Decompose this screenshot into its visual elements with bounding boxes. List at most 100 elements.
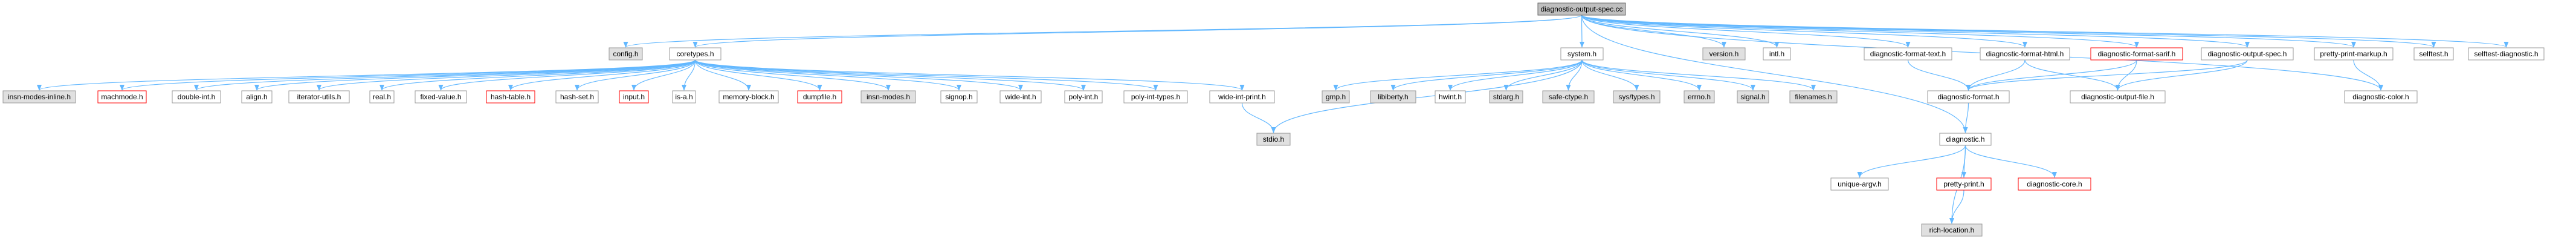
node-label-hashtable: hash-table.h bbox=[491, 93, 531, 101]
node-label-doubleint: double-int.h bbox=[178, 93, 216, 101]
node-dofile[interactable]: diagnostic-output-file.h bbox=[2070, 90, 2166, 104]
node-dfhtml[interactable]: diagnostic-format-html.h bbox=[1980, 47, 2070, 61]
node-insnmodesinline[interactable]: insn-modes-inline.h bbox=[2, 90, 76, 104]
node-dformat[interactable]: diagnostic-format.h bbox=[1927, 90, 2010, 104]
node-polyinttypes[interactable]: poly-int-types.h bbox=[1123, 90, 1188, 104]
node-diagnostic[interactable]: diagnostic.h bbox=[1939, 133, 1992, 146]
node-dfsarif[interactable]: diagnostic-format-sarif.h bbox=[2090, 47, 2183, 61]
edge-coretypes-to-fixedvalue bbox=[438, 59, 696, 91]
node-gmp[interactable]: gmp.h bbox=[1322, 90, 1350, 104]
edge-system-to-safectype bbox=[1566, 59, 1583, 91]
node-filenames[interactable]: filenames.h bbox=[1789, 90, 1838, 104]
node-stdiag[interactable]: selftest-diagnostic.h bbox=[2468, 47, 2545, 61]
node-richloc[interactable]: rich-location.h bbox=[1921, 223, 1983, 237]
node-fixedvalue[interactable]: fixed-value.h bbox=[415, 90, 467, 104]
node-box-signop bbox=[940, 90, 978, 104]
edge-system-to-gmp bbox=[1333, 59, 1583, 91]
node-signal[interactable]: signal.h bbox=[1737, 90, 1769, 104]
node-label-stdio: stdio.h bbox=[1263, 135, 1284, 143]
node-label-systypes: sys/types.h bbox=[1618, 93, 1654, 101]
node-dospec[interactable]: diagnostic-output-spec.h bbox=[2201, 47, 2294, 61]
edge-diagnostic-to-dcore bbox=[1964, 145, 2057, 178]
node-errno[interactable]: errno.h bbox=[1683, 90, 1715, 104]
edge-system-to-stdio bbox=[1271, 59, 1583, 133]
node-real[interactable]: real.h bbox=[369, 90, 395, 104]
node-box-stdarg bbox=[1489, 90, 1523, 104]
node-ppmarkup[interactable]: pretty-print-markup.h bbox=[2314, 47, 2394, 61]
node-insnmodes[interactable]: insn-modes.h bbox=[860, 90, 916, 104]
edge-coretypes-to-signop bbox=[694, 59, 961, 91]
node-libiberty[interactable]: libiberty.h bbox=[1370, 90, 1416, 104]
node-label-errno: errno.h bbox=[1688, 93, 1711, 101]
node-dumpfile[interactable]: dumpfile.h bbox=[797, 90, 842, 104]
node-dftext[interactable]: diagnostic-format-text.h bbox=[1864, 47, 1952, 61]
node-hashset[interactable]: hash-set.h bbox=[555, 90, 599, 104]
node-dcore[interactable]: diagnostic-core.h bbox=[2018, 177, 2091, 191]
node-memblock[interactable]: memory-block.h bbox=[718, 90, 779, 104]
node-selftest[interactable]: selftest.h bbox=[2413, 47, 2454, 61]
node-stdio[interactable]: stdio.h bbox=[1256, 133, 1291, 146]
edge-dfhtml-to-dofile bbox=[2024, 59, 2120, 91]
node-safectype[interactable]: safe-ctype.h bbox=[1542, 90, 1595, 104]
edge-dfhtml-to-dformat bbox=[1966, 59, 2026, 91]
node-box-signal bbox=[1737, 90, 1769, 104]
edge-dftext-to-dformat bbox=[1907, 59, 1971, 91]
edge-root-to-system bbox=[1579, 15, 1584, 48]
edge-dospec-to-dformat bbox=[1966, 59, 2248, 91]
edge-coretypes-to-hashset bbox=[575, 59, 696, 91]
node-box-hashset bbox=[555, 90, 599, 104]
node-label-isa: is-a.h bbox=[675, 93, 692, 101]
node-label-iterutils: iterator-utils.h bbox=[297, 93, 341, 101]
edge-prettyprint-to-richloc bbox=[1949, 190, 1964, 224]
node-uniqueargv[interactable]: unique-argv.h bbox=[1830, 177, 1889, 191]
edge-coretypes-to-wideintprint bbox=[694, 59, 1245, 91]
node-signop[interactable]: signop.h bbox=[940, 90, 978, 104]
node-machmode[interactable]: machmode.h bbox=[97, 90, 147, 104]
edge-root-to-dftext bbox=[1581, 15, 1911, 48]
node-prettyprint[interactable]: pretty-print.h bbox=[1936, 177, 1992, 191]
edge-dospec-to-dofile bbox=[2115, 59, 2248, 91]
edge-coretypes-to-machmode bbox=[120, 59, 696, 91]
edge-dformat-to-diagnostic bbox=[1963, 102, 1969, 133]
node-config[interactable]: config.h bbox=[608, 47, 643, 61]
node-wideint[interactable]: wide-int.h bbox=[999, 90, 1042, 104]
node-box-root bbox=[1537, 2, 1626, 16]
node-label-insnmodes: insn-modes.h bbox=[867, 93, 910, 101]
node-box-config bbox=[608, 47, 643, 61]
node-hashtable[interactable]: hash-table.h bbox=[486, 90, 535, 104]
node-isa[interactable]: is-a.h bbox=[672, 90, 696, 104]
node-polyint[interactable]: poly-int.h bbox=[1064, 90, 1103, 104]
node-box-libiberty bbox=[1370, 90, 1416, 104]
node-label-wideintprint: wide-int-print.h bbox=[1218, 93, 1266, 101]
node-box-stdio bbox=[1256, 133, 1291, 146]
node-box-iterutils bbox=[288, 90, 350, 104]
node-box-stdiag bbox=[2468, 47, 2545, 61]
node-intl[interactable]: intl.h bbox=[1763, 47, 1791, 61]
node-box-richloc bbox=[1921, 223, 1983, 237]
node-stdarg[interactable]: stdarg.h bbox=[1489, 90, 1523, 104]
node-doubleint[interactable]: double-int.h bbox=[172, 90, 221, 104]
node-wideintprint[interactable]: wide-int-print.h bbox=[1209, 90, 1275, 104]
edge-coretypes-to-memblock bbox=[694, 59, 751, 91]
node-label-signop: signop.h bbox=[945, 93, 972, 101]
node-box-fixedvalue bbox=[415, 90, 467, 104]
node-coretypes[interactable]: coretypes.h bbox=[669, 47, 721, 61]
node-align[interactable]: align.h bbox=[241, 90, 273, 104]
node-systypes[interactable]: sys/types.h bbox=[1613, 90, 1661, 104]
node-label-filenames: filenames.h bbox=[1795, 93, 1832, 101]
node-box-errno bbox=[1683, 90, 1715, 104]
node-box-hashtable bbox=[486, 90, 535, 104]
edge-wideintprint-to-stdio bbox=[1241, 102, 1276, 133]
node-system[interactable]: system.h bbox=[1560, 47, 1604, 61]
edge-system-to-errno bbox=[1581, 59, 1702, 91]
node-box-insnmodes bbox=[860, 90, 916, 104]
edge-system-to-filenames bbox=[1581, 59, 1816, 91]
node-label-signal: signal.h bbox=[1740, 93, 1765, 101]
node-dcolor[interactable]: diagnostic-color.h bbox=[2344, 90, 2418, 104]
node-iterutils[interactable]: iterator-utils.h bbox=[288, 90, 350, 104]
node-hwint[interactable]: hwint.h bbox=[1435, 90, 1466, 104]
node-input[interactable]: input.h bbox=[619, 90, 649, 104]
node-label-insnmodesinline: insn-modes-inline.h bbox=[8, 93, 71, 101]
node-version[interactable]: version.h bbox=[1702, 47, 1746, 61]
